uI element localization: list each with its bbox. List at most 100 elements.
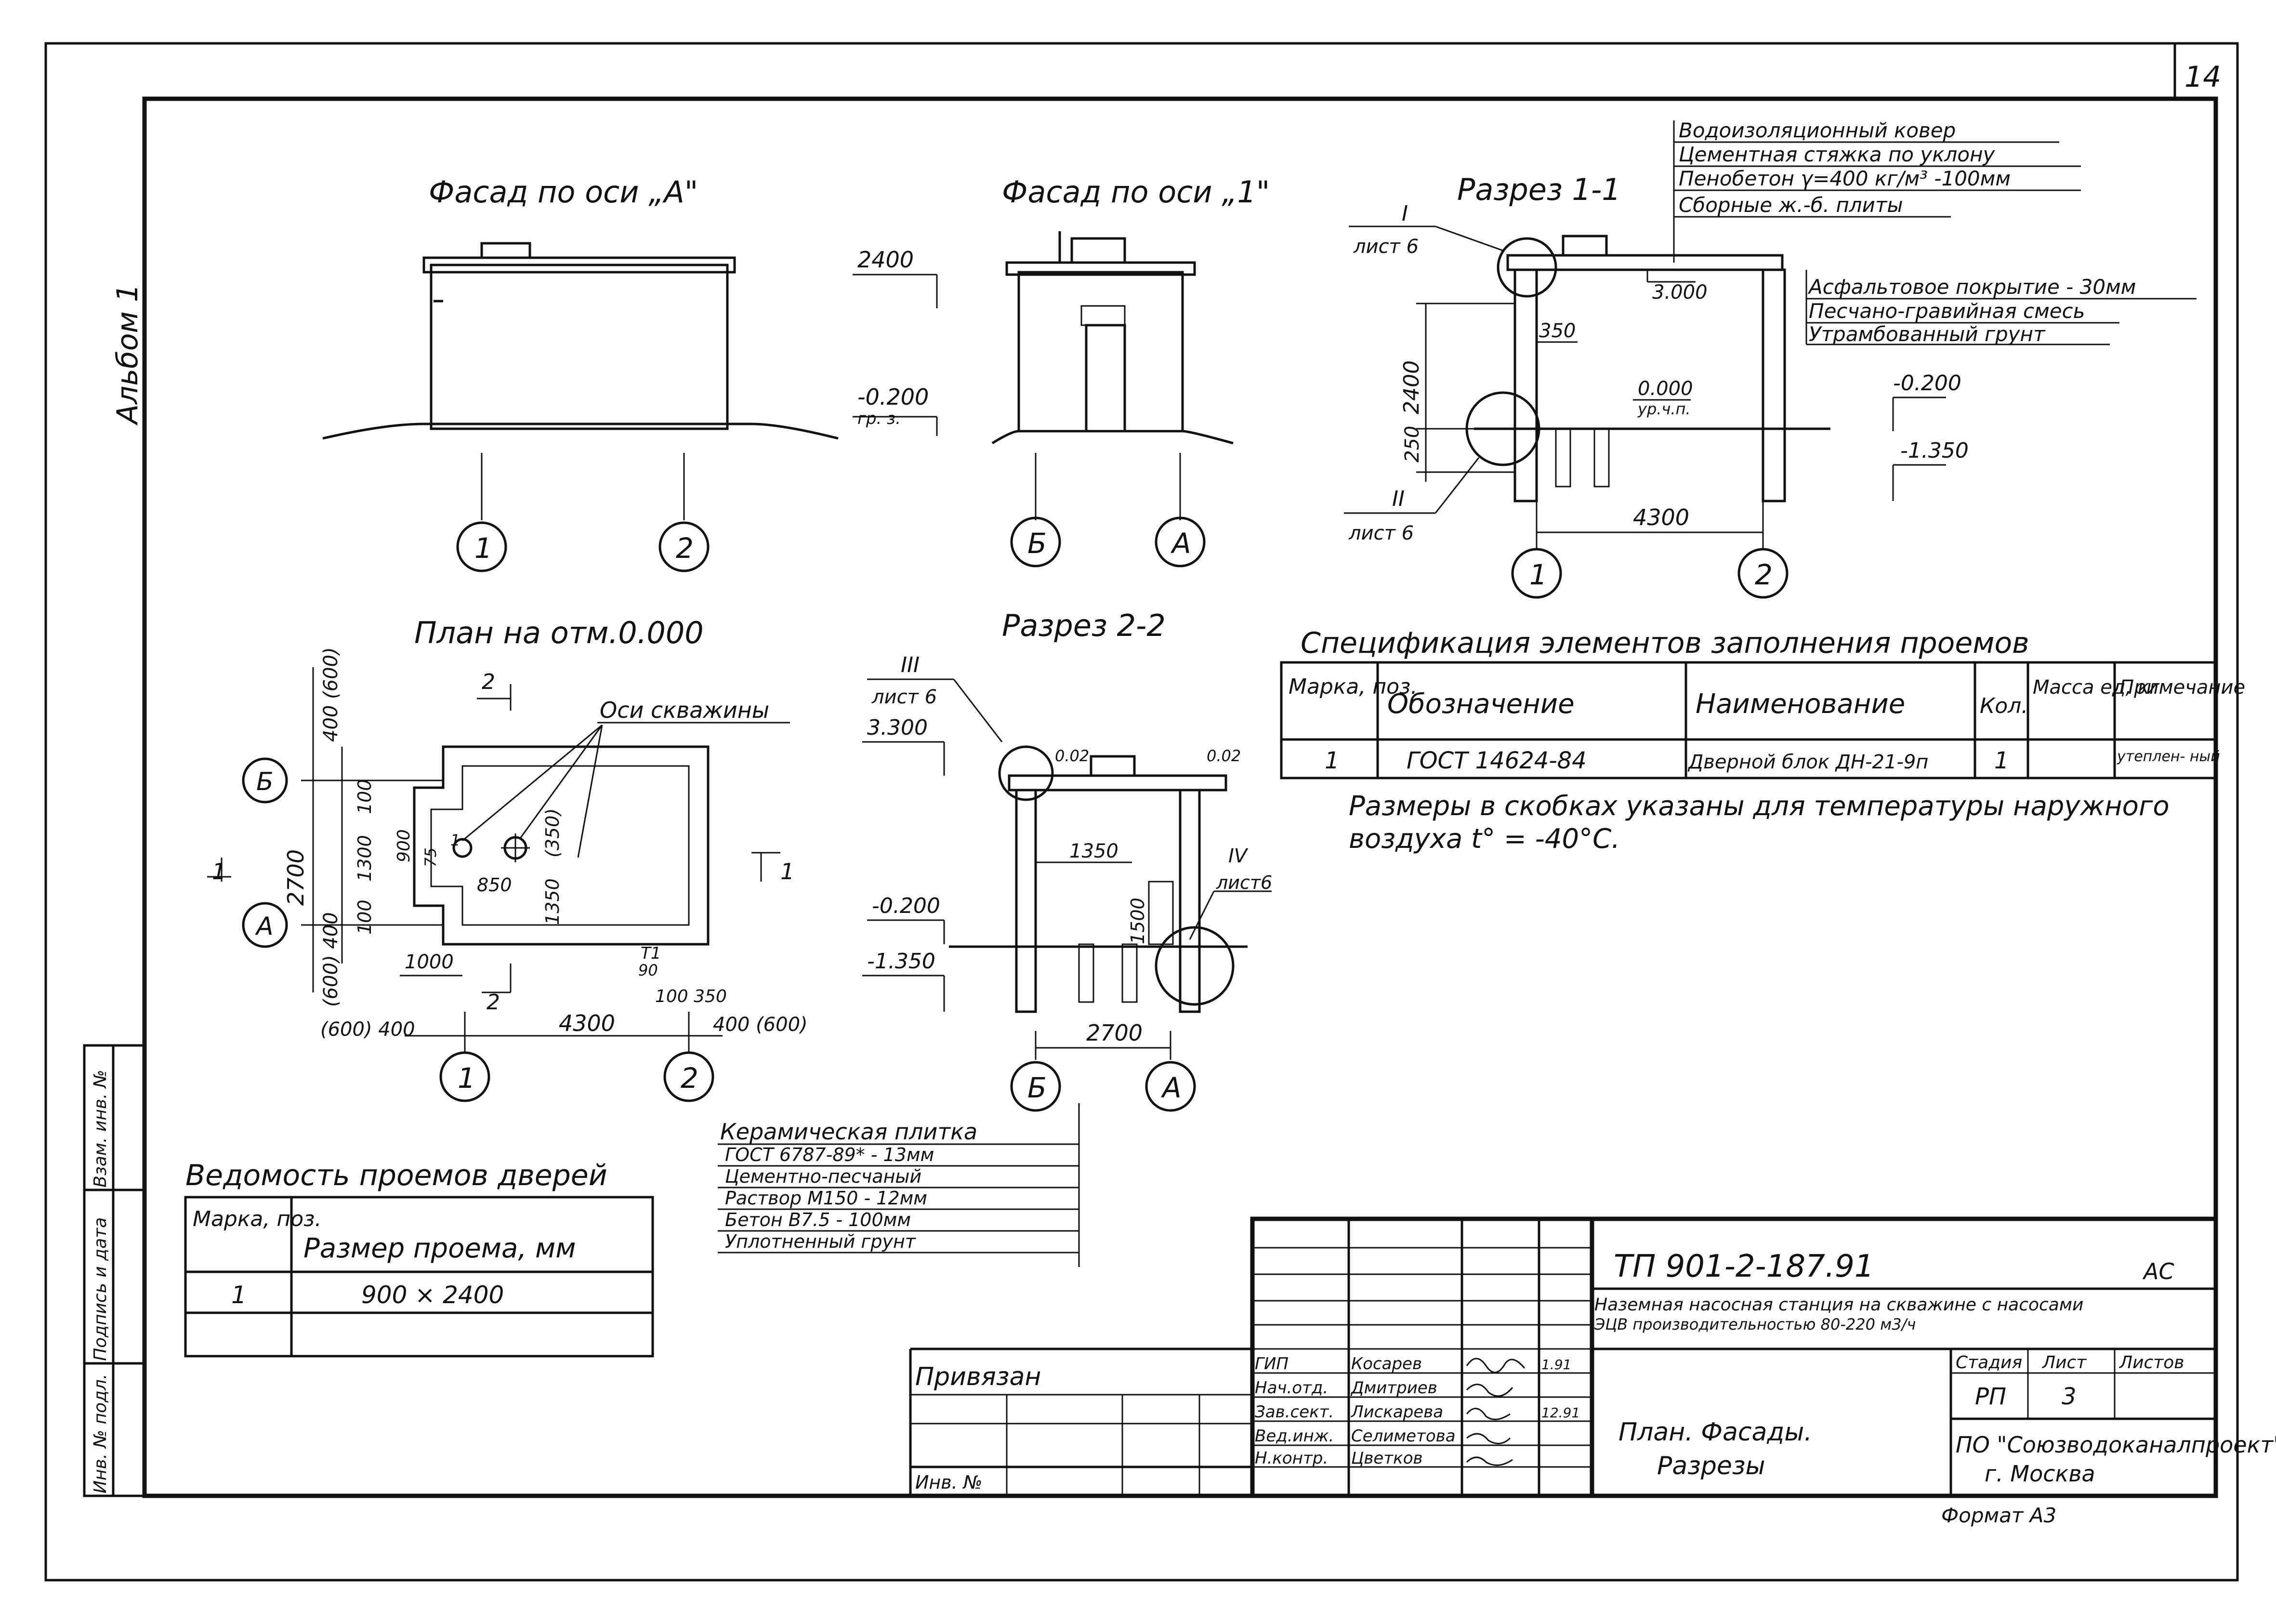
spec-header: Марка, поз. <box>1289 674 1417 699</box>
stamp-person: Селиметова <box>1351 1426 1456 1446</box>
title-block: Привязан Инв. № ГИП Косарев Нач.отд. Дми… <box>909 1216 2276 1498</box>
section11-level2: -1.350 <box>1900 438 1969 463</box>
spec-title: Спецификация элементов заполнения проемо… <box>1301 626 2029 660</box>
section22-ref-mark: IV <box>1228 845 1249 867</box>
plan-dim: T1 <box>641 944 661 963</box>
facade1-level-note: гр. з. <box>857 409 901 428</box>
floor-layer: Уплотненный грунт <box>725 1231 917 1252</box>
section22-dim: 1500 <box>1127 898 1148 944</box>
section22-level1: -0.200 <box>872 894 940 918</box>
section11-span: 4300 <box>1633 504 1689 530</box>
signature-image <box>1466 1408 1511 1420</box>
axis-bubble: Б <box>1027 527 1047 560</box>
note-text: Размеры в скобках указаны для температур… <box>1349 791 2170 855</box>
facade-a: Фасад по оси „А" 1 2 <box>322 174 839 572</box>
stamp-person: Цветков <box>1351 1449 1423 1468</box>
section22-ref-sheet: лист 6 <box>871 686 937 708</box>
ground-layer: Песчано-гравийная смесь <box>1809 299 2085 323</box>
spec-header: Наименование <box>1696 688 1905 720</box>
roof-layer: Сборные ж.-б. плиты <box>1679 193 1903 217</box>
stamp-desc: ЭЦВ производительностью 80-220 м3/ч <box>1594 1315 1916 1334</box>
plan-dim: 100 <box>354 779 375 814</box>
plan-bottom-offset: (600) 400 <box>320 912 342 1007</box>
plan-right-offset: 400 (600) <box>713 1014 808 1036</box>
spec-cell: 1 <box>1325 747 1340 774</box>
axis-bubble: 2 <box>1755 558 1773 591</box>
axis-bubble: Б <box>1027 1071 1047 1104</box>
section-2-2: Разрез 2-2 III лист 6 3.300 0.02 0.02 13… <box>862 608 1272 1112</box>
spec-cell: ГОСТ 14624-84 <box>1407 747 1587 774</box>
openings-cell: 1 <box>231 1281 247 1309</box>
plan-cut-mark: 1 <box>212 858 226 885</box>
side-stamp: Инв. № подл. Подпись и дата Взам. инв. № <box>83 1044 146 1497</box>
axis-bubble: 2 <box>676 532 694 565</box>
floor-layer: Бетон В7.5 - 100мм <box>725 1209 911 1230</box>
spec-table: Спецификация элементов заполнения проемо… <box>1280 626 2245 779</box>
sheet-number: 14 <box>2184 60 2221 94</box>
spec-header: Масса ед, кг <box>2033 676 2160 699</box>
signature-image <box>1466 1384 1513 1397</box>
plan-dim: 100 <box>354 899 375 935</box>
roof-layer: Цементная стяжка по уклону <box>1679 143 1996 166</box>
openings-title: Ведомость проемов дверей <box>185 1159 607 1192</box>
plan-dim: 1300 <box>354 835 375 882</box>
section11-zero-note: ур.ч.п. <box>1637 400 1691 418</box>
stamp-sheets-h: Листов <box>2118 1353 2184 1373</box>
plan-dim: (350) <box>542 808 563 858</box>
stamp-person: Дмитриев <box>1350 1378 1437 1398</box>
plan-dim: 1000 <box>405 951 454 973</box>
section22-level2: -1.350 <box>867 949 935 974</box>
plan-cut-mark: 2 <box>487 990 500 1015</box>
stamp-org: ПО "Союзводоканалпроект" <box>1956 1432 2276 1458</box>
openings-table: Ведомость проемов дверей Марка, поз. Раз… <box>184 1159 654 1358</box>
section11-found: 250 <box>1401 426 1423 462</box>
signature-image <box>1466 1358 1526 1373</box>
signature-image <box>1466 1456 1513 1466</box>
stamp-sheet-title: План. Фасады. <box>1618 1418 1812 1447</box>
temperature-note: Размеры в скобках указаны для температур… <box>1349 791 2170 855</box>
plan-dim: 1 <box>450 831 460 849</box>
plan-top-offset: 400 (600) <box>320 647 342 742</box>
section22-slope: 0.02 <box>1055 747 1089 765</box>
spec-cell: Дверной блок ДН-21-9п <box>1687 751 1928 773</box>
roof-layer: Водоизоляционный ковер <box>1679 119 1956 142</box>
stamp-role: Нач.отд. <box>1255 1378 1328 1398</box>
spec-header: Примечание <box>2119 676 2245 699</box>
stamp-role: Н.контр. <box>1255 1449 1328 1468</box>
section22-slope: 0.02 <box>1207 747 1241 765</box>
section11-depth: 350 <box>1539 320 1576 342</box>
stamp-date: 1.91 <box>1541 1357 1571 1373</box>
side-stamp-sign: Подпись и дата <box>91 1217 110 1361</box>
facade-1: Фасад по оси „1" 2400 -0.200 гр. з. Б А <box>853 174 1270 568</box>
floor-layers-callout: Керамическая плитка ГОСТ 6787-89* - 13мм… <box>718 1103 1080 1267</box>
section11-ref-sheet: лист 6 <box>1353 236 1419 258</box>
plan-dim: 900 <box>394 829 414 862</box>
spec-cell: 1 <box>1994 747 2009 774</box>
floor-layer: Раствор М150 - 12мм <box>725 1188 927 1209</box>
plan-dim: 75 <box>421 847 440 867</box>
plan-cut-mark: 1 <box>780 858 794 885</box>
section11-title: Разрез 1-1 <box>1457 172 1621 207</box>
signature-image <box>1466 1433 1511 1444</box>
section22-ref-mark: III <box>901 653 920 677</box>
inner-frame <box>142 96 2218 1498</box>
axis-bubble: 2 <box>681 1062 698 1095</box>
section22-dim: 1350 <box>1069 840 1118 862</box>
section-1-1: Разрез 1-1 Водоизоляционный ковер Цемент… <box>1344 119 2197 599</box>
stamp-date: 12.91 <box>1541 1405 1580 1421</box>
plan-dim: 90 <box>638 961 658 979</box>
spec-header: Кол. <box>1980 694 2028 718</box>
plan-span: 4300 <box>559 1010 615 1036</box>
axis-bubble: А <box>1170 527 1191 560</box>
stamp-inv: Инв. № <box>915 1472 982 1493</box>
ground-layer: Утрамбованный грунт <box>1809 322 2046 346</box>
section11-zero: 0.000 <box>1638 378 1693 400</box>
stamp-section: АС <box>2142 1258 2174 1284</box>
floor-layer: ГОСТ 6787-89* - 13мм <box>725 1144 934 1165</box>
stamp-desc: Наземная насосная станция на скважине с … <box>1594 1295 2083 1315</box>
plan-title: План на отм.0.000 <box>414 615 704 650</box>
stamp-sheet-title: Разрезы <box>1657 1452 1765 1480</box>
section11-ref-mark: I <box>1402 201 1408 226</box>
plan-dim: 850 <box>477 874 512 896</box>
